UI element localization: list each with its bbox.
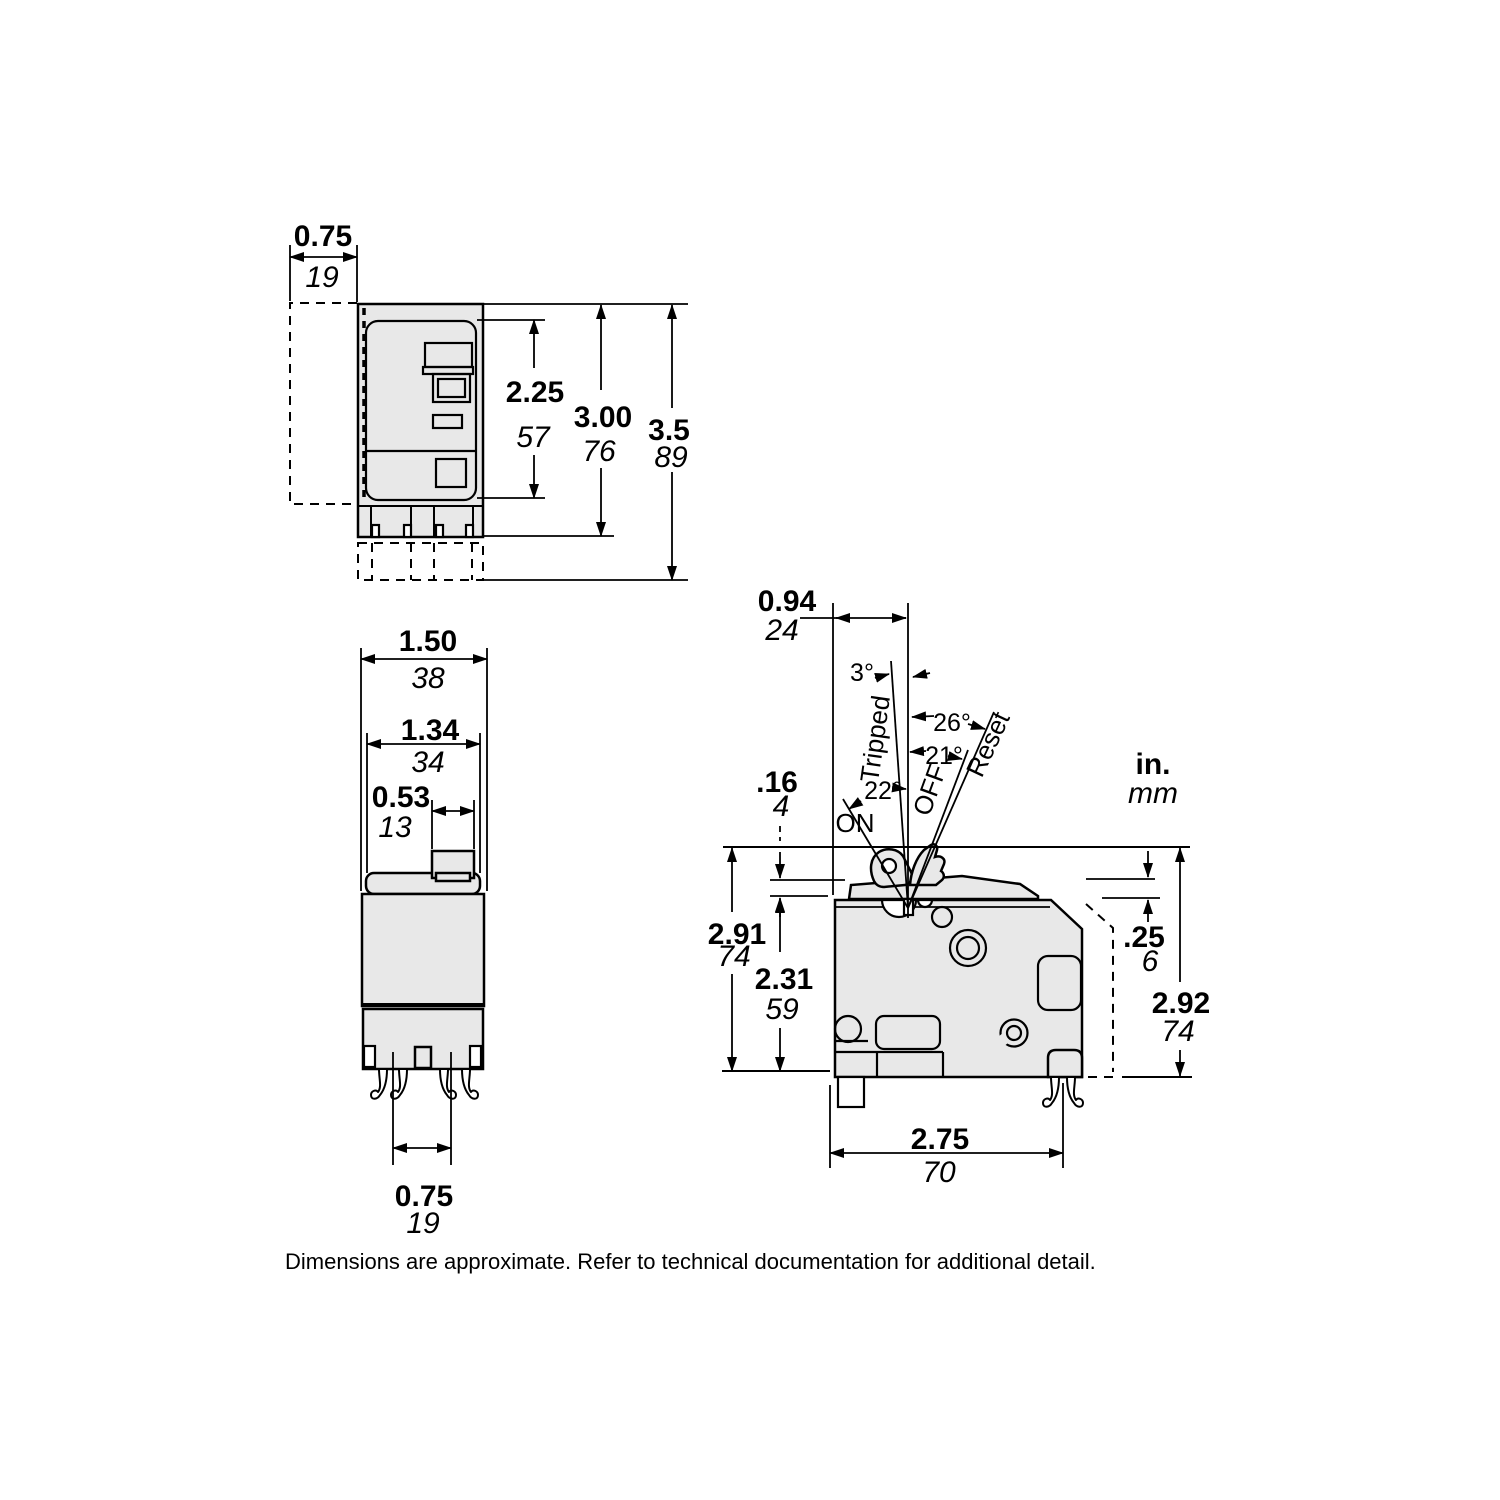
front-body-height-mm: 76 — [582, 435, 616, 468]
side-dim-overall-height: 2.91 74 — [708, 847, 830, 1072]
front-overall-height-in: 3.5 — [648, 414, 690, 447]
front-dim-body-height: 3.00 76 — [483, 303, 688, 537]
fan-reset-line — [907, 711, 995, 909]
front-dim-width: 0.75 19 — [289, 220, 358, 302]
side-widest-point-dashed — [1085, 903, 1120, 1078]
side-base-step — [835, 1050, 945, 1077]
side-handle-hole — [880, 857, 898, 875]
bottom-body-width-in: 1.34 — [401, 714, 460, 747]
angle-reset: 26° — [933, 709, 971, 737]
side-overall-height-in: 2.91 — [708, 918, 766, 951]
side-rivet-outer — [948, 928, 988, 968]
bottom-center-tab — [413, 1045, 433, 1070]
side-dim-right-height: 2.92 74 — [1122, 847, 1210, 1078]
side-label-recess — [1036, 954, 1083, 1012]
front-width-in: 0.75 — [294, 220, 352, 253]
bottom-notch-left — [362, 1044, 377, 1069]
bottom-body-width-mm: 34 — [411, 746, 444, 779]
side-overall-height-mm: 74 — [717, 940, 750, 973]
front-width-mm: 19 — [305, 261, 339, 294]
unit-inches: in. — [1136, 748, 1171, 781]
caption-text: Dimensions are approximate. Refer to tec… — [285, 1249, 1096, 1274]
front-view: 0.75 19 2.25 57 3.00 76 3.5 89 — [289, 220, 690, 581]
side-handle-offset-mm: 24 — [764, 614, 798, 647]
label-on: ON — [836, 808, 875, 838]
handle-angle-fan — [842, 603, 995, 918]
front-terminal-band — [370, 506, 475, 539]
bottom-notch-right — [468, 1044, 483, 1069]
front-handle-inner — [436, 377, 467, 399]
angle-tripped: 3° — [850, 659, 874, 687]
bottom-handle-width-mm: 13 — [378, 811, 412, 844]
side-rail-foot — [836, 1075, 866, 1109]
side-tab-offset-in: .25 — [1123, 921, 1165, 954]
fan-off-line — [907, 749, 969, 909]
bottom-handle-width-in: 0.53 — [372, 781, 430, 814]
side-right-height-in: 2.92 — [1152, 987, 1210, 1020]
front-body — [356, 302, 485, 539]
front-clip-dashed-outline — [357, 542, 484, 581]
side-tab-offset-mm: 6 — [1142, 945, 1159, 978]
bottom-overall-width-in: 1.50 — [399, 625, 457, 658]
label-tripped: Tripped — [854, 693, 896, 784]
units-legend: in. mm — [1128, 748, 1178, 810]
bottom-dim-terminal-spacing: 0.75 19 — [392, 1052, 453, 1240]
fan-on-line — [842, 798, 909, 909]
side-terminal-recess — [874, 1014, 942, 1051]
side-dim-tab-offset: .25 6 — [1086, 851, 1165, 978]
side-rivet-small — [930, 905, 954, 929]
side-dim-depth: 2.75 70 — [829, 1083, 1064, 1189]
angle-off: 21° — [925, 742, 963, 770]
front-body-height-in: 3.00 — [574, 401, 632, 434]
handle-position-labels: ON Tripped OFF Reset — [836, 693, 1017, 838]
bottom-terminal-spacing-mm: 19 — [406, 1207, 440, 1240]
side-body-height-in: 2.31 — [755, 963, 813, 996]
side-dim-handle-clearance: .16 4 — [756, 766, 845, 917]
front-handle-height-mm: 57 — [516, 421, 551, 454]
side-view: 3° 26° 21° 22° ON Tripped OFF Reset in. … — [708, 585, 1210, 1189]
front-rating-window — [431, 413, 464, 430]
angle-annotations: 3° 26° 21° 22° — [848, 659, 986, 810]
bottom-terminal-spacing-in: 0.75 — [395, 1180, 453, 1213]
angle-on: 22° — [864, 777, 902, 805]
side-right-height-mm: 74 — [1161, 1015, 1194, 1048]
bottom-dim-lines — [360, 648, 488, 891]
front-mounting-dashed-outline — [289, 302, 357, 505]
front-handle-body — [431, 372, 472, 404]
side-horseshoe-rivet — [993, 1018, 1029, 1049]
side-depth-mm: 70 — [922, 1156, 956, 1189]
side-handle-offset-in: 0.94 — [758, 585, 817, 618]
side-dim-body-height: 2.31 59 — [755, 898, 813, 1072]
front-test-button — [434, 457, 468, 489]
side-dim-handle-offset: 0.94 24 — [758, 585, 907, 895]
front-dim-overall-height: 3.5 89 — [483, 304, 690, 581]
side-handle-clearance-mm: 4 — [773, 790, 790, 823]
bottom-terminal-clips — [370, 1068, 479, 1100]
side-rivet-inner — [955, 935, 981, 961]
bottom-handle-collar — [434, 871, 472, 883]
side-jaw-block — [1046, 1048, 1084, 1079]
front-dim-handle-height: 2.25 57 — [477, 319, 564, 499]
side-handle-notch-small — [916, 898, 934, 909]
side-body — [833, 898, 1084, 1079]
side-body-height-mm: 59 — [765, 993, 799, 1026]
side-handle-clearance-in: .16 — [756, 766, 798, 799]
bottom-body-upper — [360, 892, 486, 1008]
unit-millimeters: mm — [1128, 777, 1178, 810]
side-depth-in: 2.75 — [911, 1123, 969, 1156]
front-overall-height-mm: 89 — [654, 441, 688, 474]
bottom-overall-width-mm: 38 — [411, 662, 445, 695]
front-handle-height-in: 2.25 — [506, 376, 564, 409]
bottom-view: 1.50 38 1.34 34 0.53 13 0.75 19 — [360, 625, 488, 1240]
front-face-outline — [364, 319, 478, 502]
